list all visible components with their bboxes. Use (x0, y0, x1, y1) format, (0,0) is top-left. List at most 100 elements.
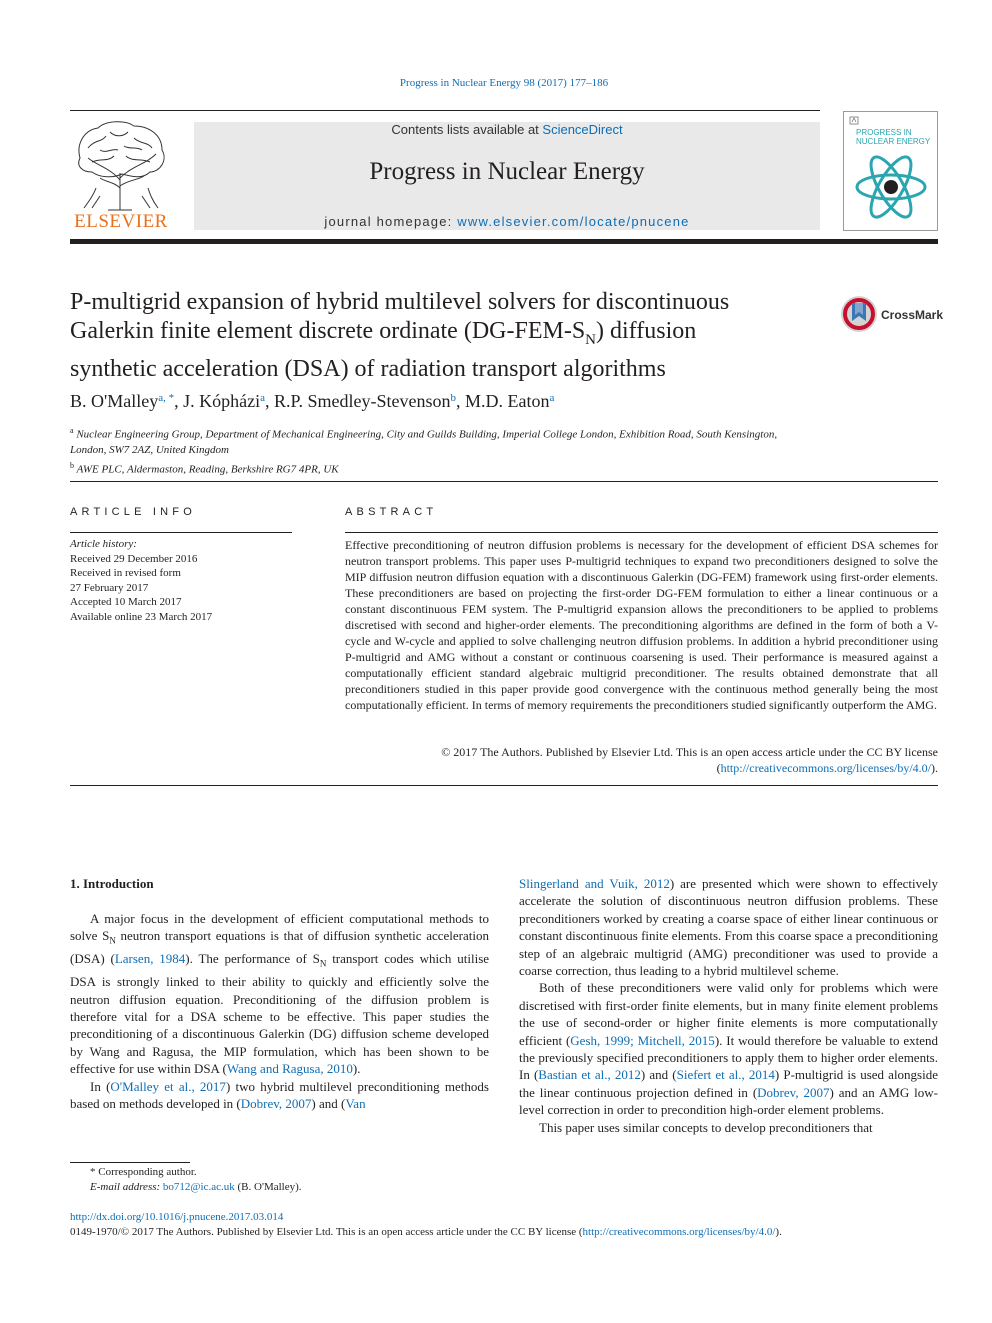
citation-link[interactable]: Dobrev, 2007 (240, 1096, 312, 1112)
doi-link[interactable]: http://dx.doi.org/10.1016/j.pnucene.2017… (70, 1211, 284, 1223)
paragraph-3: Both of these preconditioners were valid… (519, 979, 938, 1118)
author-3-affil[interactable]: b (450, 392, 457, 404)
author-4-affil[interactable]: a (549, 392, 555, 404)
copyright-line-2: (http://creativecommons.org/licenses/by/… (345, 760, 938, 776)
journal-banner: Contents lists available at ScienceDirec… (194, 122, 820, 230)
elsevier-logo: ELSEVIER (70, 118, 172, 233)
citation-link[interactable]: Van (345, 1096, 366, 1112)
title-line-2b: ) diffusion (596, 318, 697, 344)
email-label: E-mail address: (90, 1181, 163, 1193)
email-link[interactable]: bo712@ic.ac.uk (162, 1181, 235, 1193)
affiliations: a Nuclear Engineering Group, Department … (70, 423, 830, 477)
citation-link[interactable]: Siefert et al., 2014 (676, 1067, 775, 1083)
affiliation-a: a Nuclear Engineering Group, Department … (70, 423, 830, 443)
paragraph-1: A major focus in the development of effi… (70, 910, 489, 1078)
citation-link[interactable]: Slingerland and Vuik, 2012 (519, 876, 670, 891)
article-history: Article history: Received 29 December 20… (70, 537, 292, 624)
journal-citation[interactable]: Progress in Nuclear Energy 98 (2017) 177… (399, 77, 609, 89)
section-heading: 1. Introduction (70, 876, 154, 891)
affiliation-text: Nuclear Engineering Group, Department of… (76, 428, 778, 441)
citation-link[interactable]: Bastian et al., 2012 (538, 1067, 641, 1083)
author-3[interactable]: R.P. Smedley-Stevenson (274, 391, 451, 411)
copyright-line-1: © 2017 The Authors. Published by Elsevie… (441, 745, 938, 759)
text-run: ) are presented which were shown to effe… (519, 876, 938, 979)
footnote-rule (70, 1162, 190, 1163)
header-rule (70, 110, 820, 111)
text-run: ). The performance of S (185, 951, 320, 967)
header-thick-rule (70, 239, 938, 244)
publisher-name: ELSEVIER (74, 211, 168, 232)
publisher-mark-icon (849, 116, 859, 125)
copyright-paren-close: ). (931, 761, 938, 775)
elsevier-tree-icon (78, 121, 165, 211)
abstract-rule (345, 532, 938, 533)
license-link[interactable]: http://creativecommons.org/licenses/by/4… (720, 761, 931, 775)
section-rule (70, 481, 938, 482)
author-list: B. O'Malleya, *, J. Kópházia, R.P. Smedl… (70, 391, 930, 412)
author-2[interactable]: J. Kópházi (183, 391, 261, 411)
text-run: ). (352, 1061, 361, 1077)
subscript: N (109, 935, 116, 946)
text-run: ) and an AMG low-level correction in ord… (519, 1084, 938, 1118)
copyright-paren-open: ( (716, 761, 721, 775)
history-item: Received in revised form (70, 567, 181, 579)
homepage-link[interactable]: www.elsevier.com/locate/pnucene (457, 214, 690, 229)
author-sep: , (456, 391, 466, 411)
citation-link[interactable]: O'Malley et al., 2017 (110, 1078, 226, 1094)
paragraph-2: In (O'Malley et al., 2017) two hybrid mu… (70, 1078, 489, 1113)
author-sep: , (265, 391, 274, 411)
text-run: Both of these preconditioners were valid… (519, 980, 938, 1048)
title-line-2a: Galerkin finite element discrete ordinat… (70, 318, 586, 344)
affiliation-a-cont: London, SW7 2AZ, United Kingdom (70, 443, 229, 456)
paragraph-2-cont: Slingerland and Vuik, 2012) are presente… (519, 875, 938, 979)
crossmark-label: CrossMark (881, 308, 944, 322)
citation-link[interactable]: Gesh, 1999; Mitchell, 2015 (570, 1032, 715, 1048)
author-2-affil[interactable]: a (260, 392, 265, 404)
footnote: * Corresponding author. E-mail address: … (70, 1165, 489, 1195)
author-1-affil[interactable]: a, * (158, 392, 175, 404)
abstract-copyright: © 2017 The Authors. Published by Elsevie… (345, 744, 938, 776)
text-run: transport codes which utilise DSA is str… (70, 951, 490, 1077)
body-column-left: 1. Introduction A major focus in the dev… (70, 875, 489, 1112)
author-4[interactable]: M.D. Eaton (465, 391, 550, 411)
cover-title: PROGRESS IN NUCLEAR ENERGY (856, 128, 931, 146)
text-run: A major focus in the development of effi… (70, 910, 489, 944)
history-item: Received 29 December 2016 (70, 552, 198, 565)
history-item: 27 February 2017 (70, 581, 149, 594)
issn-text: 0149-1970/© 2017 The Authors. Published … (70, 1226, 583, 1238)
abstract-end-rule (70, 785, 938, 786)
contents-line: Contents lists available at ScienceDirec… (194, 122, 820, 137)
issn-license-link[interactable]: http://creativecommons.org/licenses/by/4… (582, 1226, 776, 1238)
citation-link[interactable]: Dobrev, 2007 (757, 1084, 830, 1100)
history-item: Available online 23 March 2017 (70, 610, 213, 623)
affiliation-text: AWE PLC, Aldermaston, Reading, Berkshire… (76, 463, 339, 476)
citation-link[interactable]: Larsen, 1984 (114, 951, 186, 967)
contents-prefix: Contents lists available at (391, 122, 543, 137)
article-info-heading: ARTICLE INFO (70, 506, 196, 518)
title-line-1: P-multigrid expansion of hybrid multilev… (70, 289, 730, 315)
citation-link[interactable]: Wang and Ragusa, 2010 (226, 1061, 353, 1077)
history-label: Article history: (70, 538, 137, 550)
journal-cover[interactable]: PROGRESS IN NUCLEAR ENERGY (843, 111, 938, 231)
issn-suffix: ). (775, 1226, 782, 1238)
abstract-text: Effective preconditioning of neutron dif… (345, 538, 938, 712)
title-line-2: Galerkin finite element discrete ordinat… (70, 317, 830, 355)
email-note: E-mail address: bo712@ic.ac.uk (B. O'Mal… (70, 1180, 489, 1195)
email-suffix: (B. O'Malley). (234, 1181, 302, 1193)
article-title: P-multigrid expansion of hybrid multilev… (70, 288, 830, 384)
info-rule (70, 532, 292, 533)
footnote-mark: * (90, 1166, 96, 1178)
title-line-3: synthetic acceleration (DSA) of radiatio… (70, 355, 666, 382)
text-run: ). It would therefore be valuable to ext… (519, 1032, 938, 1083)
sciencedirect-link[interactable]: ScienceDirect (542, 122, 623, 137)
text-run: neutron transport equations is that of d… (70, 928, 489, 967)
crossmark-badge[interactable]: CrossMark (840, 295, 944, 335)
history-item: Accepted 10 March 2017 (70, 596, 182, 608)
issn-line: 0149-1970/© 2017 The Authors. Published … (70, 1226, 938, 1238)
author-1[interactable]: B. O'Malley (70, 391, 159, 411)
affiliation-mark: a (70, 426, 74, 435)
text-run: In ( (90, 1078, 111, 1094)
text-run: ) two hybrid multilevel preconditioning … (70, 1078, 489, 1112)
crossmark-icon (841, 296, 877, 332)
body-column-right: Slingerland and Vuik, 2012) are presente… (519, 875, 938, 1136)
